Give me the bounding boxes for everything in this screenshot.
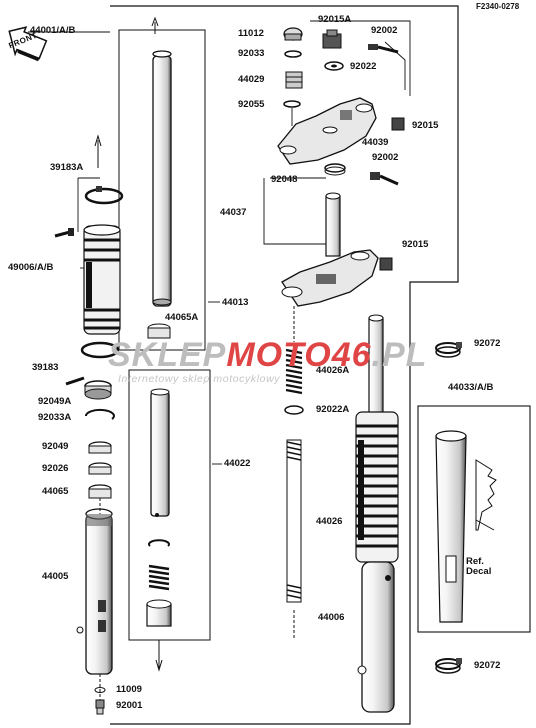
dust-boot-right [355,411,399,563]
label-44022: 44022 [224,458,251,469]
leader-lines [28,20,411,465]
label-92049a: 92049A [38,396,72,407]
circlip-damper [148,539,170,547]
label-92022a: 92022A [316,404,350,415]
damper-cylinder-44022 [150,388,170,517]
label-92015a: 92015A [318,14,352,25]
cap-11012 [283,27,303,41]
washer-92026 [88,462,112,475]
washer-92022a [284,405,304,415]
label-92072-bottom: 92072 [474,660,501,671]
spring-44029 [285,71,303,89]
figure-code: F2340-0278 [476,2,520,11]
oring-92033 [284,50,302,58]
inner-tube-box [118,29,206,351]
label-44001: 44001/A/B [30,25,76,36]
label-44065a: 44065A [165,312,199,323]
watermark-tagline: Internetowy sklep motocyklowy [118,373,281,385]
inner-tube-44013 [151,16,172,307]
clamp-92072-bottom [435,658,462,674]
washer-92049 [88,441,112,454]
fork-cover-44033 [435,430,497,623]
bushing-44065a [147,323,171,339]
label-39183a: 39183A [50,162,84,173]
decal-ref-label: Ref. [466,556,484,567]
circlip-92033a [84,408,115,420]
steering-stem-44037 [281,192,379,307]
label-44006: 44006 [318,612,345,623]
label-92026: 92026 [42,463,69,474]
label-11012: 11012 [238,28,264,39]
label-92055: 92055 [238,99,265,110]
watermark-part3: .PL [371,336,428,374]
fork-spring-44026a [285,348,303,396]
outer-tube-right-44006 [357,561,395,713]
fork-spring-44026 [286,439,302,638]
washer-92022 [324,61,344,71]
stem-nut-92015a [322,29,342,49]
watermark-part2: MOTO46 [226,336,372,374]
label-92049: 92049 [42,441,69,452]
label-44005: 44005 [42,571,69,582]
label-92001: 92001 [116,700,143,711]
label-44026a: 44026A [316,365,350,376]
spacer-damper [146,599,172,627]
label-92002-lower: 92002 [372,152,399,163]
label-92072-top: 92072 [474,338,501,349]
bolt-92002-top [368,44,399,54]
label-44013: 44013 [222,297,249,308]
label-44037: 44037 [220,207,247,218]
label-92048: 92048 [271,174,298,185]
clamp-39183 [80,341,120,359]
label-44026: 44026 [316,516,343,527]
assembly-outline [110,5,459,725]
upper-bracket-44039 [277,97,377,165]
axis-arrow-left [94,134,102,168]
label-92002-top: 92002 [371,25,398,36]
rebound-spring [148,564,170,591]
label-44029: 44029 [238,74,265,85]
watermark-brand: SKLEPMOTO46.PL [108,336,427,375]
outer-tube-44005 [76,508,113,675]
bolt-92002-lower [370,172,399,186]
label-44039: 44039 [362,137,389,148]
label-49006: 49006/A/B [8,262,54,273]
oil-seal-92049a [84,380,112,400]
label-39183: 39183 [32,362,59,373]
label-92015-lower: 92015 [402,239,429,250]
axis-arrow-damper [155,640,163,672]
oring-92055 [283,100,301,108]
dust-boot [83,224,121,335]
label-44065: 44065 [42,486,69,497]
clamp-screw-lower [65,376,85,386]
decal-box [417,405,531,633]
label-92015-upper: 92015 [412,120,439,131]
watermark-part1: SKLEP [108,336,227,374]
drain-bolt-92001 [95,699,105,715]
label-92033a: 92033A [38,412,72,423]
bearing-92048 [324,163,346,176]
label-11009: 11009 [116,684,142,695]
decal-name-label: Decal [466,566,492,577]
label-44033: 44033/A/B [448,382,494,393]
nut-92015-upper [391,117,405,131]
label-92033: 92033 [238,48,265,59]
clamp-92072-top [435,342,462,358]
clamp-39183a [84,186,124,205]
damper-box [128,369,211,641]
label-92022: 92022 [350,61,377,72]
front-arrow-icon [8,26,48,62]
bushing-44065 [88,484,112,499]
nut-92015-lower [379,257,393,271]
clamp-screw-upper [54,228,74,238]
